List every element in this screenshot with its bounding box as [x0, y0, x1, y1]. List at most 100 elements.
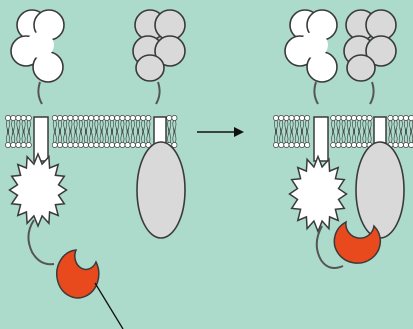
receptor-b-extracellular-domain-right: [344, 10, 396, 81]
lipid-top: [68, 115, 73, 134]
right-arrow-icon: [197, 127, 244, 137]
lipid-top: [273, 115, 278, 134]
lipid-top: [398, 115, 403, 134]
receptor-a-stalk: [38, 82, 42, 104]
lipid-top: [294, 115, 299, 134]
lipid-top: [99, 115, 104, 134]
lipid-top: [16, 115, 21, 134]
receptor-b-stalk-right: [370, 82, 374, 104]
membrane-left: [5, 115, 177, 147]
lipid-top: [341, 115, 346, 134]
receptor-a-starburst-domain-right: [290, 157, 347, 232]
lipid-bottom: [141, 128, 146, 147]
lipid-top: [167, 115, 172, 134]
membrane-right: [273, 115, 413, 147]
lipid-bottom: [16, 128, 21, 147]
lipid-bottom: [115, 128, 120, 147]
lipid-bottom: [273, 128, 278, 147]
receptor-a-stalk-right: [314, 82, 318, 104]
lipid-bottom: [305, 128, 310, 147]
lipid-top: [78, 115, 83, 134]
pointer-line: [95, 283, 123, 329]
lipid-top: [331, 115, 336, 134]
lipid-top: [393, 115, 398, 134]
lipid-top: [5, 115, 10, 134]
receptor-b-left: [133, 10, 185, 238]
lipid-top: [146, 115, 151, 134]
binding-protein-free: [57, 250, 99, 298]
lipid-bottom: [11, 128, 16, 147]
lipid-top: [109, 115, 114, 134]
lipid-top: [83, 115, 88, 134]
lipid-bottom: [21, 128, 26, 147]
receptor-b-right: [344, 10, 404, 238]
lipid-bottom: [331, 128, 336, 147]
lipid-bottom: [52, 128, 57, 147]
lipid-top: [367, 115, 372, 134]
lipid-bottom: [172, 128, 177, 147]
lipid-top: [104, 115, 109, 134]
lipid-top: [362, 115, 367, 134]
lipid-top: [279, 115, 284, 134]
lipid-bottom: [336, 128, 341, 147]
lipid-bottom: [73, 128, 78, 147]
lipid-top: [284, 115, 289, 134]
lipid-bottom: [346, 128, 351, 147]
receptor-a-tail: [28, 220, 54, 264]
lipid-top: [388, 115, 393, 134]
receptor-b-intracellular-domain-right: [356, 142, 404, 238]
lipid-top: [26, 115, 31, 134]
lipid-top: [52, 115, 57, 134]
lipid-top: [135, 115, 140, 134]
lipid-bottom: [284, 128, 289, 147]
receptor-a-extracellular-domain: [11, 10, 64, 82]
receptor-a-left: [10, 10, 67, 264]
receptor-a-transmembrane: [34, 117, 48, 161]
lipid-bottom: [104, 128, 109, 147]
lipid-top: [73, 115, 78, 134]
lipid-top: [346, 115, 351, 134]
lipid-top: [115, 115, 120, 134]
lipid-top: [357, 115, 362, 134]
lipid-bottom: [68, 128, 73, 147]
lipid-bottom: [289, 128, 294, 147]
lipid-bottom: [294, 128, 299, 147]
lipid-bottom: [26, 128, 31, 147]
receptor-a-extracellular-domain-right: [285, 10, 337, 82]
lipid-bottom: [393, 128, 398, 147]
receptor-b-intracellular-domain: [137, 142, 185, 238]
lipid-bottom: [341, 128, 346, 147]
lipid-bottom: [63, 128, 68, 147]
lipid-top: [57, 115, 62, 134]
lipid-bottom: [99, 128, 104, 147]
lipid-top: [11, 115, 16, 134]
lipid-top: [125, 115, 130, 134]
lipid-bottom: [362, 128, 367, 147]
lipid-top: [21, 115, 26, 134]
lipid-bottom: [299, 128, 304, 147]
lipid-top: [289, 115, 294, 134]
lipid-bottom: [109, 128, 114, 147]
lipid-bottom: [357, 128, 362, 147]
lipid-bottom: [57, 128, 62, 147]
lipid-bottom: [120, 128, 125, 147]
lipid-top: [120, 115, 125, 134]
lipid-top: [299, 115, 304, 134]
lipid-top: [141, 115, 146, 134]
lipid-top: [403, 115, 408, 134]
lipid-bottom: [403, 128, 408, 147]
lipid-bottom: [83, 128, 88, 147]
lipid-bottom: [146, 128, 151, 147]
lipid-top: [94, 115, 99, 134]
binding-protein-bound: [334, 222, 380, 263]
lipid-top: [172, 115, 177, 134]
receptor-b-extracellular-domain: [133, 10, 185, 81]
lipid-top: [351, 115, 356, 134]
lipid-bottom: [398, 128, 403, 147]
lipid-bottom: [351, 128, 356, 147]
lipid-bottom: [125, 128, 130, 147]
lipid-bottom: [78, 128, 83, 147]
lipid-bottom: [409, 128, 413, 147]
lipid-top: [89, 115, 94, 134]
